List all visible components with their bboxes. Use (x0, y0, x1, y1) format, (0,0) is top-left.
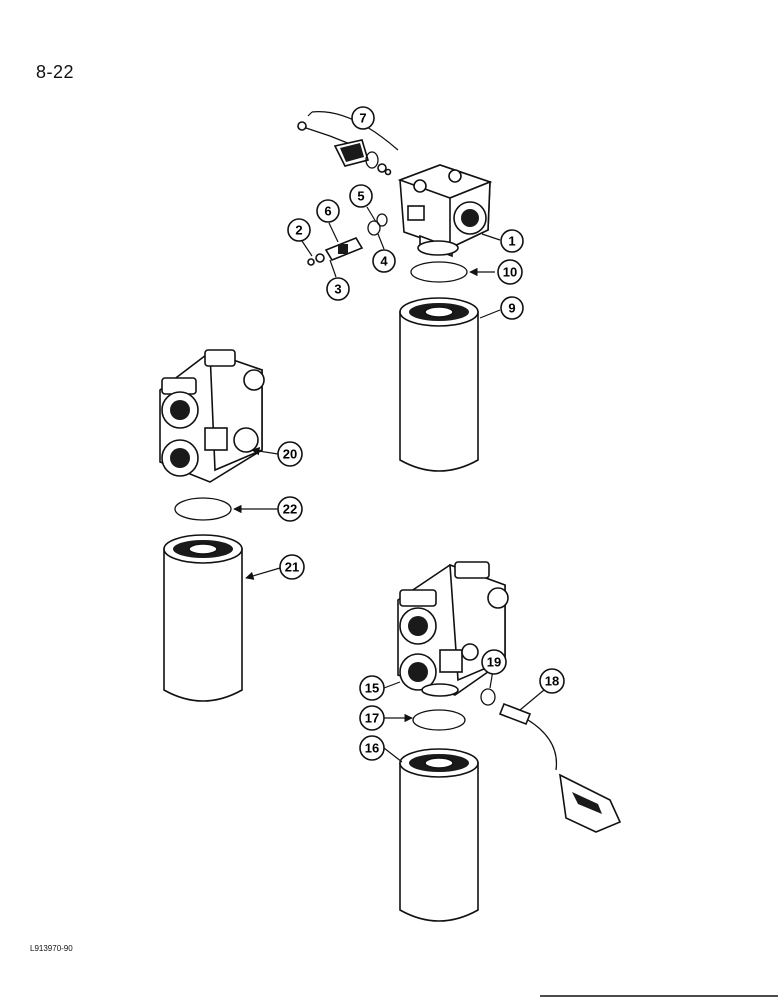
callout-9: 9 (500, 296, 524, 320)
callout-18: 18 (539, 668, 565, 694)
svg-text:1: 1 (508, 234, 515, 249)
svg-text:3: 3 (334, 282, 341, 297)
callout-19: 19 (481, 649, 507, 675)
leader-lines (233, 206, 545, 763)
left-filter-head (159, 349, 265, 483)
svg-text:9: 9 (508, 301, 515, 316)
svg-text:17: 17 (365, 711, 379, 726)
svg-text:21: 21 (285, 560, 299, 575)
callout-4: 4 (372, 249, 396, 273)
svg-text:20: 20 (283, 447, 297, 462)
bottom-switch-assembly (480, 688, 622, 833)
svg-text:5: 5 (357, 189, 364, 204)
callout-21: 21 (279, 554, 305, 580)
svg-text:6: 6 (324, 204, 331, 219)
top-filter-head (397, 164, 493, 258)
bottom-oring (412, 709, 466, 731)
top-valve-parts (307, 213, 388, 266)
callout-20: 20 (277, 441, 303, 467)
svg-text:15: 15 (365, 681, 379, 696)
bottom-filter-cartridge (399, 748, 479, 922)
svg-text:19: 19 (487, 655, 501, 670)
svg-text:4: 4 (380, 254, 388, 269)
svg-text:7: 7 (359, 111, 366, 126)
page-number: 8-22 (36, 62, 75, 82)
callout-1: 1 (500, 229, 524, 253)
callout-5: 5 (349, 184, 373, 208)
callout-7: 7 (351, 106, 375, 130)
callout-22: 22 (277, 496, 303, 522)
callout-15: 15 (359, 675, 385, 701)
top-pressure-switch-assembly (297, 111, 399, 176)
left-oring (174, 497, 232, 521)
callout-17: 17 (359, 705, 385, 731)
callout-2: 2 (287, 218, 311, 242)
callout-3: 3 (326, 277, 350, 301)
svg-text:16: 16 (365, 741, 379, 756)
top-oring (410, 261, 468, 283)
svg-text:22: 22 (283, 502, 297, 517)
callout-10: 10 (497, 259, 523, 285)
figure-code: L913970-90 (30, 944, 73, 953)
left-filter-cartridge (163, 534, 243, 702)
svg-text:10: 10 (503, 265, 517, 280)
svg-text:2: 2 (295, 223, 302, 238)
callout-16: 16 (359, 735, 385, 761)
svg-text:18: 18 (545, 674, 559, 689)
top-filter-cartridge (399, 297, 479, 472)
callout-6: 6 (316, 199, 340, 223)
